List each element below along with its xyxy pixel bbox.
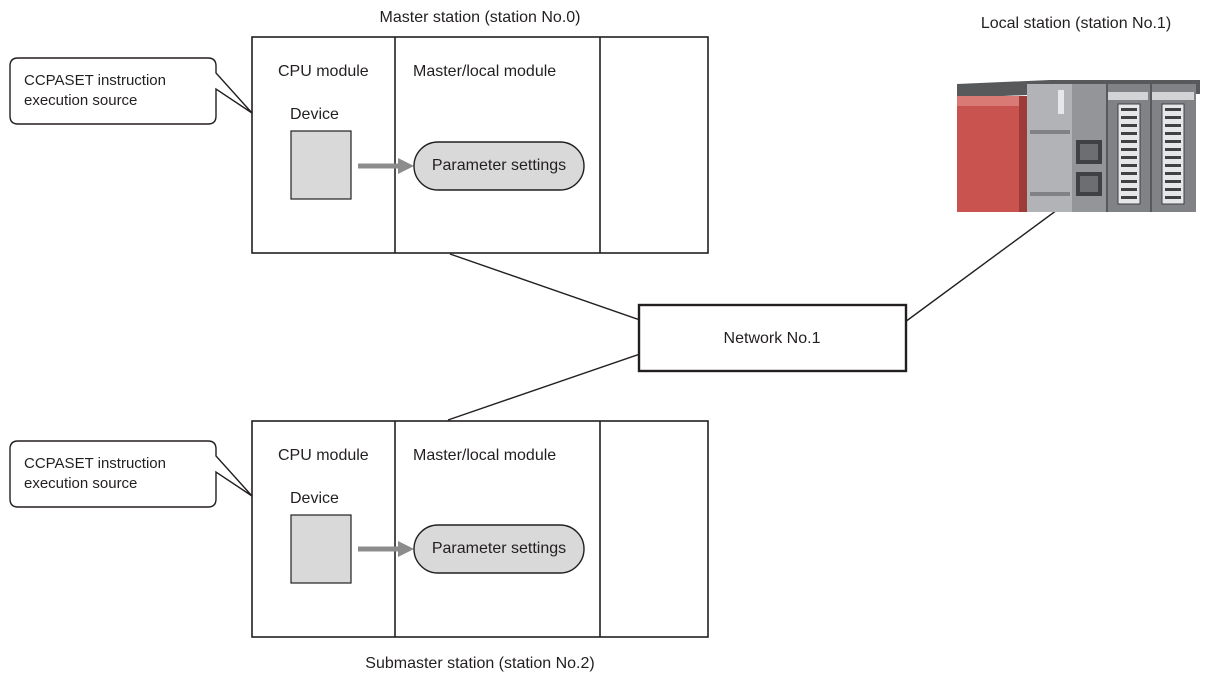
local-station-title: Local station (station No.1) bbox=[980, 15, 1172, 32]
link-submaster-network bbox=[447, 353, 641, 421]
master-callout-line2: execution source bbox=[24, 92, 138, 109]
submaster-device-square bbox=[290, 514, 352, 584]
submaster-callout-line2: execution source bbox=[24, 475, 138, 492]
master-callout-line1: CCPASET instruction bbox=[24, 72, 166, 89]
plc-hardware-icon bbox=[957, 80, 1200, 212]
master-parameter-pill bbox=[413, 141, 585, 191]
master-parameter-settings-label: Parameter settings bbox=[431, 157, 567, 174]
submaster-callout-bubble bbox=[9, 440, 253, 508]
network-label: Network No.1 bbox=[723, 330, 821, 347]
master-master-local-module-label: Master/local module bbox=[413, 63, 557, 80]
submaster-cpu-module-label: CPU module bbox=[278, 447, 369, 464]
submaster-callout-line1: CCPASET instruction bbox=[24, 455, 166, 472]
submaster-station-box bbox=[251, 420, 709, 638]
submaster-parameter-settings-label: Parameter settings bbox=[431, 540, 567, 557]
network-box bbox=[637, 303, 908, 373]
submaster-arrow-head bbox=[398, 541, 414, 557]
master-device-square bbox=[290, 130, 352, 200]
link-master-network bbox=[449, 253, 641, 321]
master-station-box bbox=[251, 36, 709, 254]
master-station-title: Master station (station No.0) bbox=[379, 9, 581, 26]
master-callout-bubble bbox=[9, 57, 253, 125]
master-arrow-head bbox=[398, 158, 414, 174]
submaster-parameter-pill bbox=[413, 524, 585, 574]
submaster-master-local-module-label: Master/local module bbox=[413, 447, 557, 464]
submaster-device-label: Device bbox=[290, 490, 339, 507]
master-device-label: Device bbox=[290, 106, 339, 123]
submaster-station-title: Submaster station (station No.2) bbox=[365, 655, 595, 672]
master-cpu-module-label: CPU module bbox=[278, 63, 369, 80]
